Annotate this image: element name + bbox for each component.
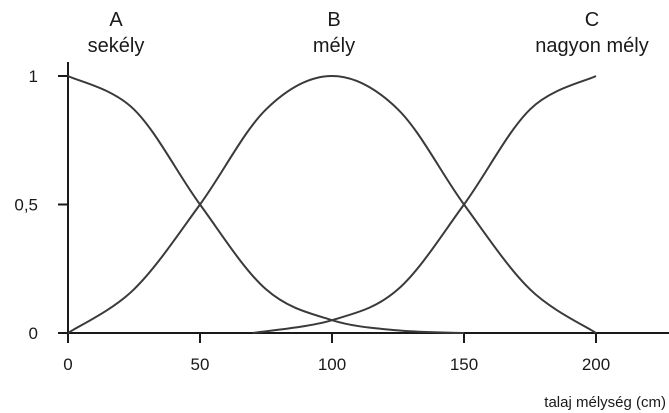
curves	[67, 74, 597, 334]
series-name-label: mély	[313, 35, 355, 57]
series-letter-label: A	[109, 9, 123, 31]
series-letter-label: C	[585, 9, 599, 31]
y-tick-label: 0,5	[14, 196, 38, 215]
x-tick-label: 150	[450, 355, 478, 374]
x-tick-label: 0	[63, 355, 72, 374]
series-curve-a	[67, 75, 465, 334]
series-letter-label: B	[327, 9, 340, 31]
axes: 0 50 100 150 200 0 0,5 1	[14, 62, 669, 374]
x-axis-title: talaj mélység (cm)	[544, 394, 666, 411]
y-tick-label: 1	[29, 67, 38, 86]
series-curve-b	[67, 74, 597, 334]
series-curve-c	[252, 75, 597, 334]
series-name-label: nagyon mély	[535, 35, 648, 57]
x-tick-label: 200	[582, 355, 610, 374]
x-tick-label: 100	[318, 355, 346, 374]
x-tick-label: 50	[191, 355, 210, 374]
series-name-label: sekély	[88, 35, 145, 57]
y-tick-label: 0	[29, 324, 38, 343]
